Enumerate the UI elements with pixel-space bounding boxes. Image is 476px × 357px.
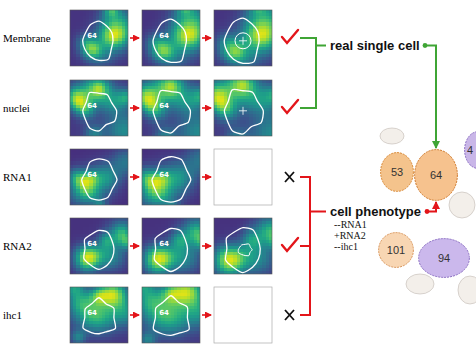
diagram-stage: MembranenucleiRNA1RNA2ihc164646464646464… xyxy=(0,0,476,357)
